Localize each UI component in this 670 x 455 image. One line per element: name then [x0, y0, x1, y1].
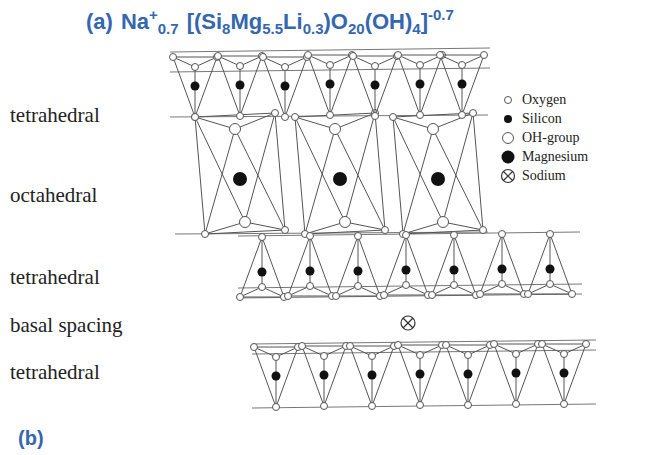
panel-tag: (b)	[18, 426, 44, 450]
formula-subscript: 0.7	[158, 20, 179, 37]
formula-part: Na	[121, 9, 149, 34]
legend-text: Oxygen	[522, 92, 566, 108]
legend-symbol	[500, 130, 516, 146]
legend-symbol	[500, 111, 516, 127]
legend-symbol	[500, 149, 516, 165]
legend-symbol	[500, 168, 516, 184]
legend-text: Sodium	[522, 168, 566, 184]
formula-superscript: +	[149, 6, 158, 23]
formula-part: [(Si	[187, 9, 222, 34]
formula-subscript: 20	[348, 20, 365, 37]
formula-part: Mg	[230, 9, 262, 34]
formula-subscript: 8	[222, 20, 230, 37]
formula-part: (OH)	[365, 9, 413, 34]
formula-subscript: 0.3	[303, 20, 324, 37]
legend-row: Magnesium	[500, 147, 588, 166]
panel-tag: (a)	[86, 9, 113, 34]
layer-label: tetrahedral	[10, 265, 100, 289]
layer-label: tetrahedral	[10, 103, 100, 127]
legend-text: Silicon	[522, 111, 562, 127]
legend-row: Oxygen	[500, 90, 588, 109]
formula-part: )O	[323, 9, 347, 34]
layer-label: tetrahedral	[10, 360, 100, 384]
layer-label: basal spacing	[10, 313, 123, 337]
formula-part: Li	[283, 9, 303, 34]
legend-row: Sodium	[500, 166, 588, 185]
chemical-formula: (a) Na+0.7 [(Si8Mg5.5Li0.3)O20(OH)4]-0.7	[86, 0, 454, 44]
formula-superscript: -0.7	[428, 6, 454, 23]
legend-row: Silicon	[500, 109, 588, 128]
legend-symbol	[500, 92, 516, 108]
layer-label: octahedral	[10, 183, 97, 207]
formula-subscript: 4	[412, 20, 420, 37]
legend-text: OH-group	[522, 130, 580, 146]
formula-subscript: 5.5	[262, 20, 283, 37]
legend-row: OH-group	[500, 128, 588, 147]
formula-part: ]	[421, 9, 428, 34]
legend: OxygenSiliconOH-groupMagnesiumSodium	[500, 90, 588, 185]
legend-text: Magnesium	[522, 149, 588, 165]
